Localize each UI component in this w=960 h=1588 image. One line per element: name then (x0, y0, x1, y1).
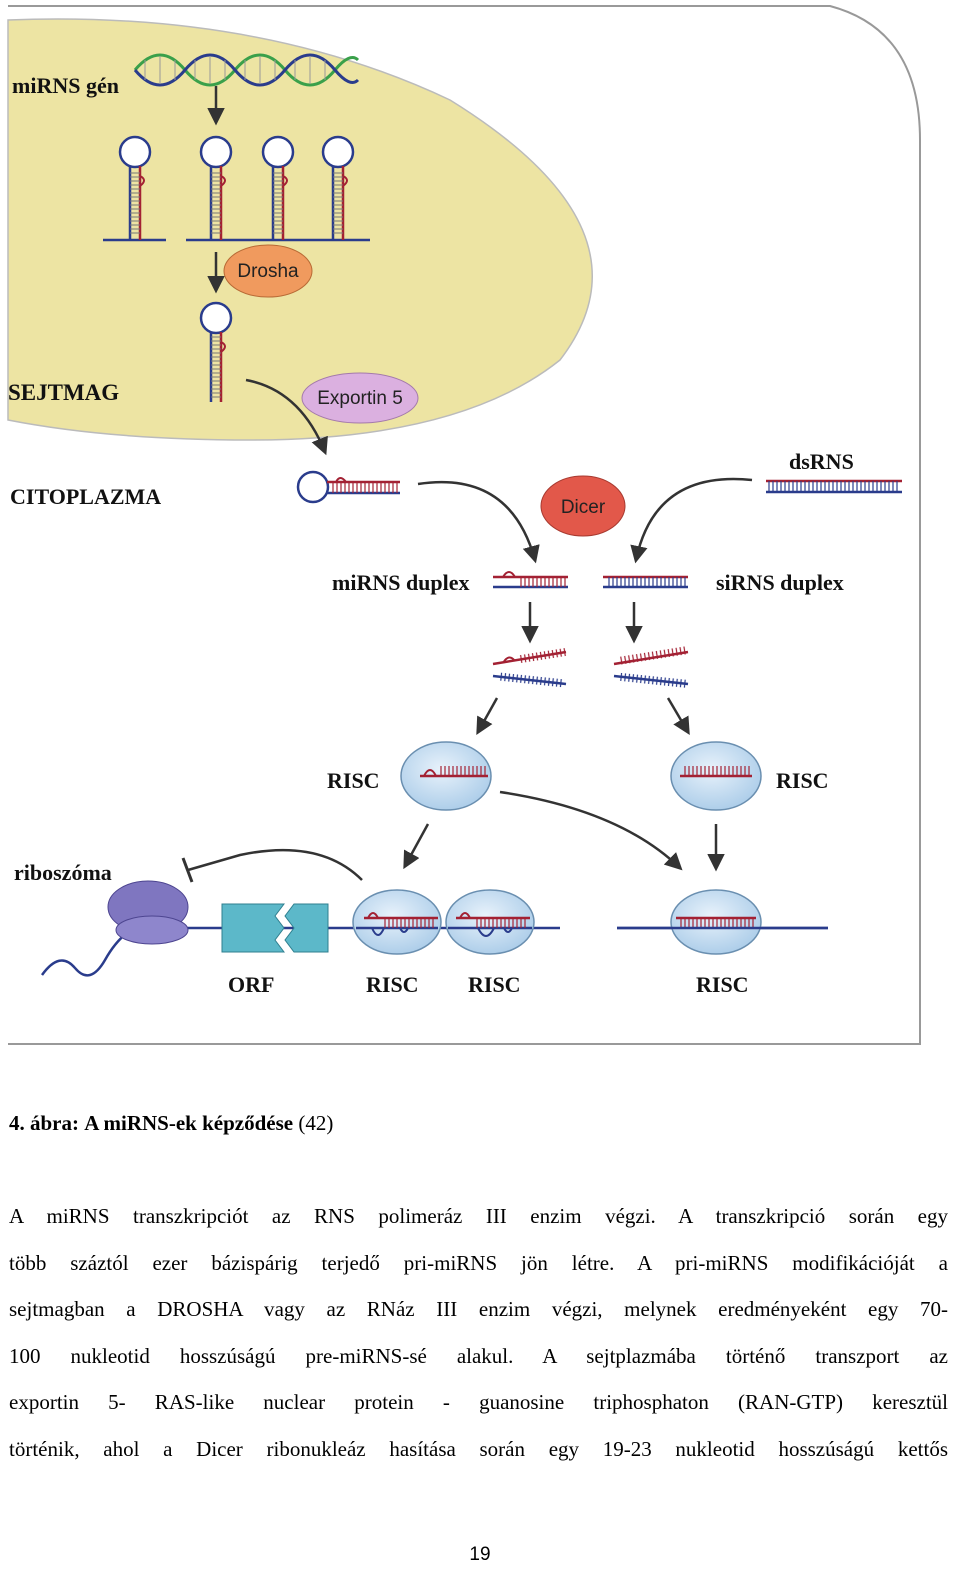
body-paragraph: A miRNS transzkripciót az RNS polimeráz … (9, 1193, 948, 1472)
mirns-duplex-label: miRNS duplex (332, 570, 470, 595)
drosha-enzyme (223, 244, 313, 298)
body-line: több száztól ezer bázispárig terjedő pri… (9, 1250, 948, 1275)
body-line: 100 nukleotid hosszúságú pre-miRNS-sé al… (9, 1343, 948, 1368)
cell-outline (8, 5, 921, 1045)
drosha-label: Drosha (237, 261, 299, 282)
dicer-label: Dicer (561, 497, 606, 518)
mrna-5prime-tail (40, 931, 129, 977)
riboszoma-label: riboszóma (14, 860, 112, 885)
risc-bound-2 (445, 889, 535, 955)
risc-label: RISC (696, 972, 749, 997)
risc-label: RISC (366, 972, 419, 997)
exportin-5 (301, 372, 419, 424)
exportin-label: Exportin 5 (317, 388, 403, 409)
sejtmag-label: SEJTMAG (8, 380, 119, 405)
dna-helix-icon (133, 53, 360, 87)
risc-label: RISC (327, 768, 380, 793)
risc-mirna (400, 741, 492, 811)
cytoplasmic-pre-mirna (296, 470, 400, 504)
ribosome-icon (107, 880, 189, 945)
citoplazma-label: CITOPLAZMA (10, 484, 161, 509)
body-line: sejtmagban a DROSHA vagy az RNáz III enz… (9, 1297, 948, 1321)
figure-number: 4. ábra: (9, 1111, 79, 1135)
sirna-unwinding (613, 646, 689, 688)
mirna-biogenesis-figure: miRNS gén (7, 5, 921, 1045)
mirna-duplex (493, 571, 568, 589)
risc-sirna (670, 741, 762, 811)
pre-mirna-hairpin (199, 301, 233, 402)
dicer-enzyme (540, 475, 626, 537)
risc-label: RISC (468, 972, 521, 997)
orf-block (221, 903, 329, 953)
mirns-gen-label: miRNS gén (12, 73, 119, 98)
nucleus (7, 18, 593, 441)
orf-label: ORF (228, 972, 274, 997)
figure-title: A miRNS-ek képződése (84, 1111, 294, 1135)
sirna-duplex (603, 575, 688, 589)
page-number: 19 (469, 1544, 491, 1565)
sirns-duplex-label: siRNS duplex (716, 570, 844, 595)
figure-caption: 4. ábra: A miRNS-ek képződése (42) (9, 1108, 949, 1138)
risc-cleavage (617, 889, 828, 955)
inhibition-arrow (187, 848, 363, 881)
pri-mirna-hairpins (103, 135, 370, 242)
dsrna (766, 479, 902, 494)
risc-label: RISC (776, 768, 829, 793)
dsrns-label: dsRNS (789, 449, 854, 474)
body-line: történik, ahol a Dicer ribonukleáz hasít… (9, 1436, 948, 1461)
mirna-unwinding (492, 647, 567, 688)
body-line: exportin 5- RAS-like nuclear protein - g… (9, 1390, 948, 1414)
figure-reference: (42) (298, 1111, 334, 1135)
risc-bound-1 (352, 889, 442, 955)
body-line: A miRNS transzkripciót az RNS polimeráz … (9, 1204, 948, 1228)
